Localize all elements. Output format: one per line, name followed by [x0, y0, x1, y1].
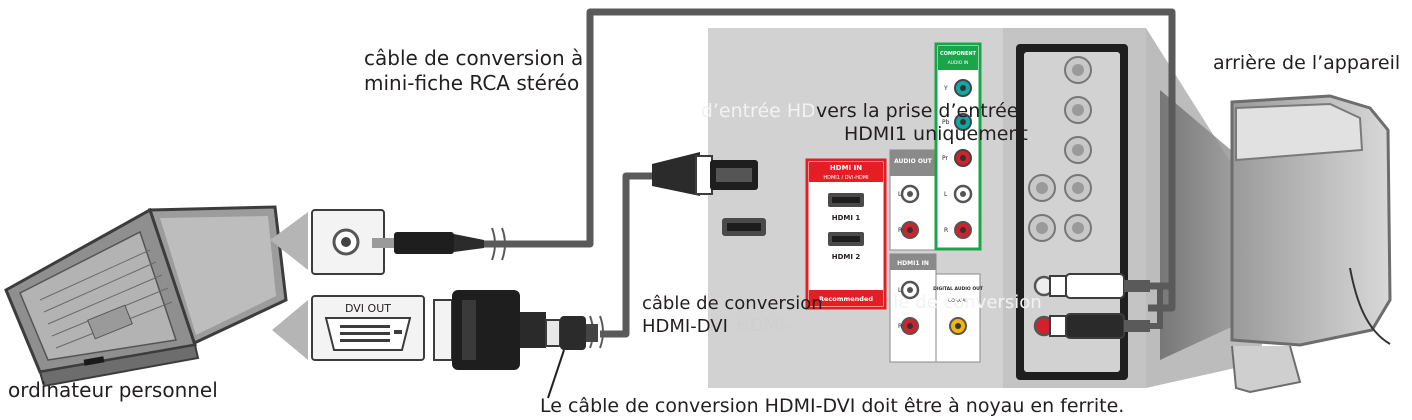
hdmi-in-title: HDMI IN — [830, 164, 862, 172]
hdmi1-port-label: HDMI 1 — [832, 214, 861, 222]
ghost-label-hdmi-input: prise d’entrée HDMI1 uniquement — [696, 100, 814, 122]
label-ferrite-note: Le câble de conversion HDMI-DVI doit êtr… — [540, 395, 1125, 417]
hdmi-cable-path — [600, 172, 660, 338]
svg-text:L: L — [944, 191, 948, 198]
tv-back-panel: HDMI IN HDMI1 / DVI-HDMI HDMI 1 HDMI 2 R… — [708, 28, 1146, 388]
svg-text:L: L — [898, 191, 902, 198]
audio-cable-path — [480, 8, 1176, 312]
svg-text:R: R — [898, 227, 902, 234]
component-input-block: COMPONENT AUDIO IN Y Pb Pr L R — [934, 42, 982, 251]
component-sublabel: AUDIO IN — [948, 60, 969, 66]
hdmi1-audio-in-block: HDMI1 IN L R — [889, 253, 937, 363]
rca-plugs — [1049, 273, 1163, 339]
hdmi-plug — [652, 152, 758, 196]
arrow-dvi-port — [272, 300, 308, 360]
svg-text:Y: Y — [943, 85, 948, 92]
ghost-label-hdmi: HDMI- — [736, 315, 791, 336]
svg-text:R: R — [898, 323, 902, 330]
recommended-label: Recommended — [819, 295, 873, 303]
label-conversion-cable-rca: câble de conversion à mini-fiche RCA sté… — [364, 46, 584, 95]
svg-text:R: R — [944, 227, 948, 234]
dvi-plug — [433, 290, 598, 370]
label-rear-of-unit: arrière de l’appareil — [1213, 52, 1401, 74]
svg-text:Pb: Pb — [942, 119, 950, 126]
svg-text:L: L — [898, 287, 902, 294]
hdmi2-port-label: HDMI 2 — [832, 253, 861, 261]
coaxial-label: COAXIAL — [948, 298, 968, 304]
component-label: COMPONENT — [940, 51, 977, 57]
tv-rear-illustration — [1146, 28, 1392, 394]
ghost-label-conversion: câble de conversion — [893, 292, 1042, 313]
arrow-audio-port — [270, 212, 308, 270]
label-personal-computer: ordinateur personnel — [8, 378, 218, 402]
hdmi1-in-label: HDMI1 IN — [897, 260, 929, 267]
hdmi-input-block: HDMI IN HDMI1 / DVI-HDMI HDMI 1 HDMI 2 R… — [805, 158, 887, 310]
laptop-illustration — [4, 205, 288, 388]
label-hdmi1-input-only: vers la prise d’entrée HDMI1 uniquement — [816, 100, 1028, 145]
ferrite-pointer-line — [547, 349, 565, 399]
hdmi-in-subtitle: HDMI1 / DVI-HDMI — [823, 175, 868, 181]
digital-audio-out-block: DIGITAL AUDIO OUT COAXIAL — [933, 273, 984, 363]
dvi-out-label: DVI OUT — [345, 302, 391, 315]
audio-out-label: AUDIO OUT — [894, 158, 933, 165]
audio-out-block: AUDIO OUT L R — [889, 149, 937, 251]
svg-text:Pr: Pr — [942, 155, 949, 162]
digital-audio-out-label: DIGITAL AUDIO OUT — [933, 286, 984, 292]
pc-dvi-out-port: DVI OUT — [311, 295, 425, 361]
stereo-mini-plug — [372, 232, 484, 254]
label-hdmi-dvi-conversion-cable: câble de conversion HDMI-DVI — [642, 293, 823, 337]
ferrite-core — [560, 316, 586, 350]
